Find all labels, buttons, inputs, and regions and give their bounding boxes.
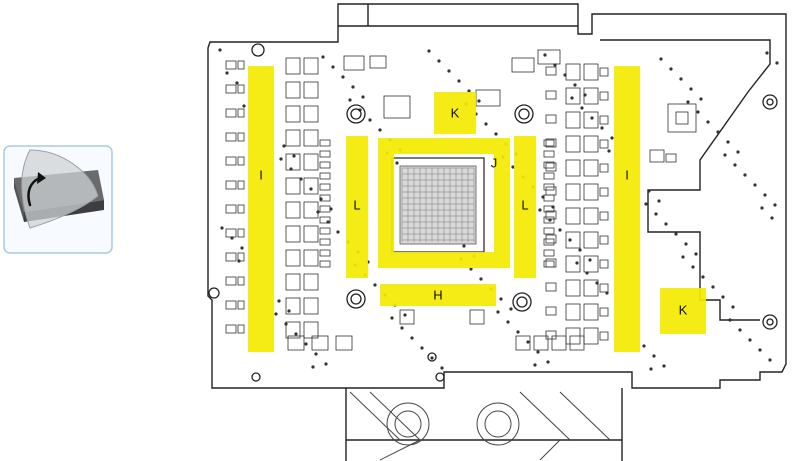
pad-label: I bbox=[625, 167, 629, 182]
pad-label: K bbox=[679, 302, 688, 317]
terminal-block bbox=[349, 391, 611, 461]
thermal-pad-i-left: I bbox=[248, 66, 274, 352]
thermal-pad-k-top: K bbox=[434, 92, 476, 134]
gpu-die bbox=[391, 157, 485, 253]
thermal-pad-h: H bbox=[380, 284, 496, 306]
pad-label: J bbox=[491, 155, 498, 170]
pad-label: L bbox=[521, 197, 528, 212]
thermal-pads: I I L L J H K K bbox=[248, 66, 706, 352]
pcb-components bbox=[218, 48, 779, 371]
pad-label: I bbox=[259, 167, 263, 182]
peel-film-icon bbox=[3, 145, 113, 254]
thermal-pad-l-right: L bbox=[514, 136, 536, 278]
thermal-pad-j: J bbox=[378, 138, 510, 268]
pad-label: L bbox=[353, 197, 360, 212]
thermal-pad-k-bottom: K bbox=[660, 288, 706, 334]
pad-label: K bbox=[451, 105, 460, 120]
thermal-pad-l-left: L bbox=[346, 136, 368, 278]
thermal-pad-i-right: I bbox=[614, 66, 640, 352]
screw-hole-icon bbox=[208, 43, 778, 382]
pad-label: H bbox=[433, 287, 442, 302]
